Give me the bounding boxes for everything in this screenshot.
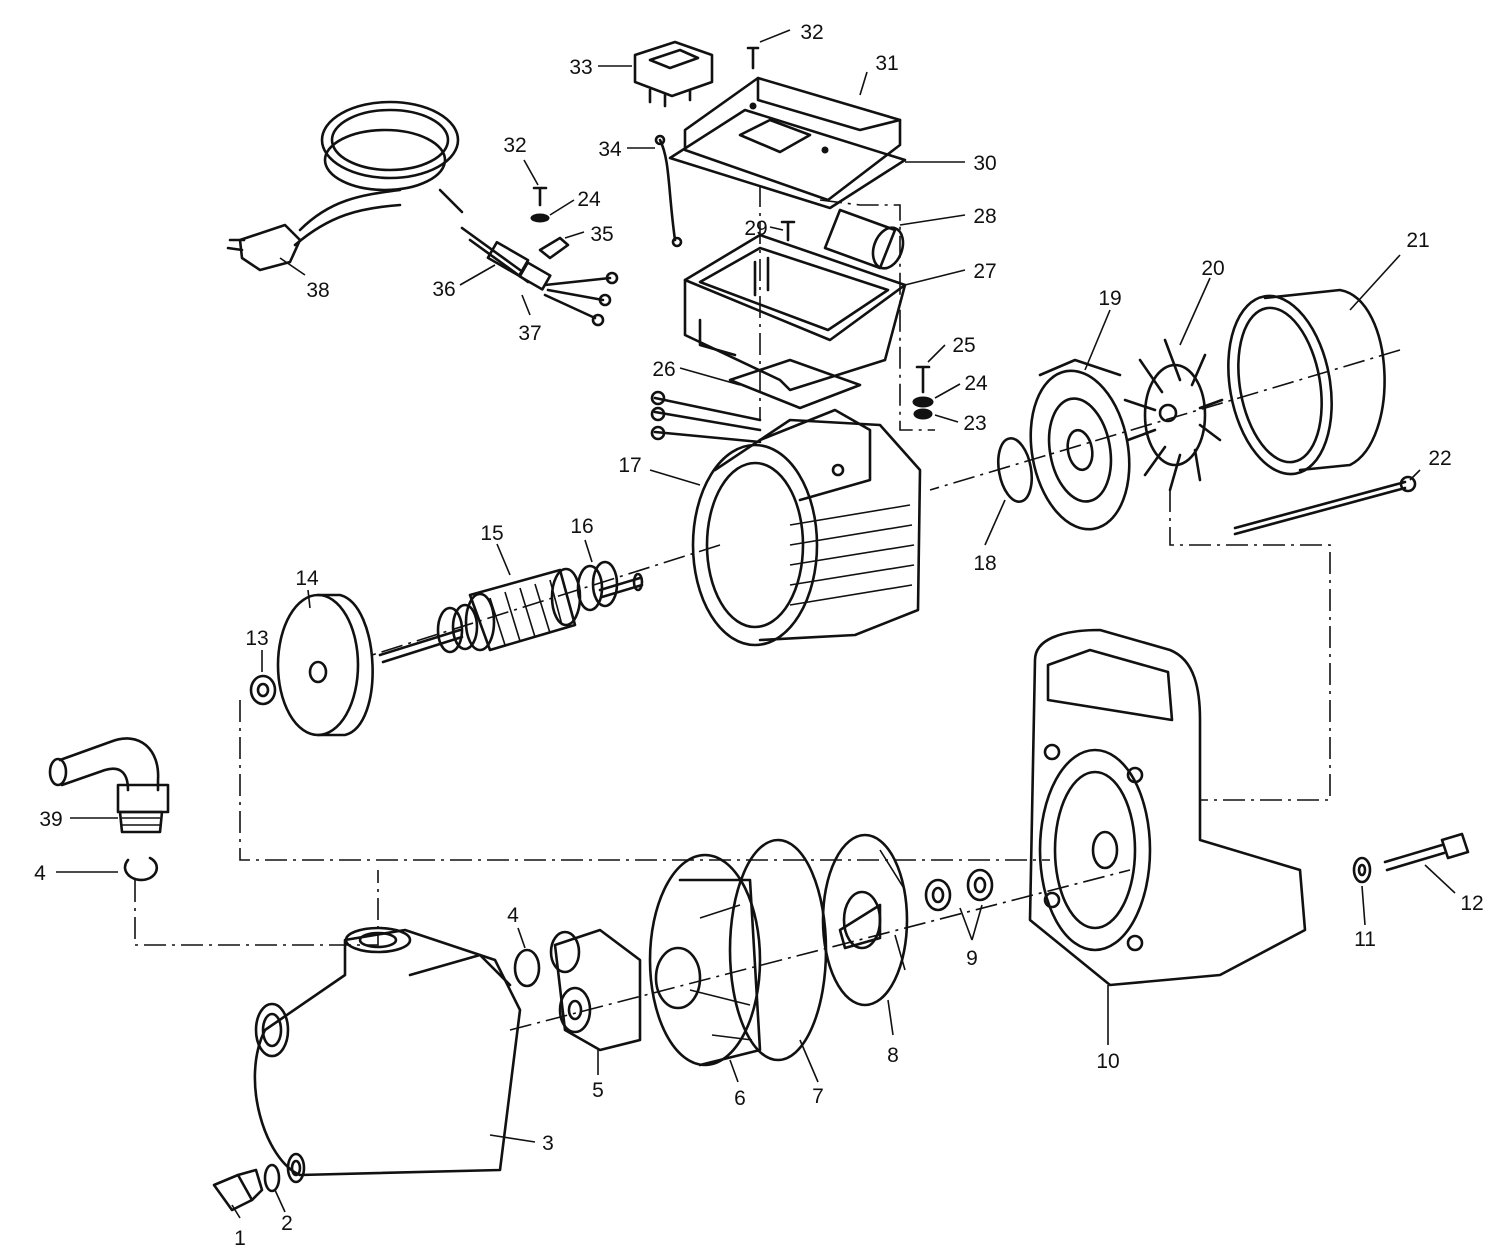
callout-38: 38 — [306, 279, 329, 302]
callout-32a: 32 — [503, 134, 526, 157]
screw-29 — [780, 220, 796, 242]
callout-23: 23 — [963, 412, 986, 435]
tie-rod — [1233, 475, 1417, 536]
callout-2: 2 — [281, 1212, 293, 1235]
callout-33: 33 — [569, 56, 592, 79]
diffuser-plate — [648, 853, 762, 1067]
cover-gasket — [668, 108, 907, 210]
o-ring-4b — [513, 948, 541, 988]
callout-13: 13 — [245, 627, 268, 650]
capacitor-lead — [654, 134, 683, 248]
rocker-switch — [633, 40, 714, 108]
motor-bracket — [1028, 628, 1307, 987]
rotor-shaft — [378, 572, 644, 664]
retaining-ring-4a — [123, 856, 159, 882]
discharge-elbow — [48, 737, 170, 834]
callout-26: 26 — [652, 358, 675, 381]
callout-17: 17 — [618, 454, 641, 477]
terminal-leads — [543, 271, 619, 327]
washer-11 — [1352, 856, 1372, 884]
callout-25: 25 — [952, 334, 975, 357]
callout-5: 5 — [592, 1079, 604, 1102]
callout-36: 36 — [432, 278, 455, 301]
callout-27: 27 — [973, 260, 996, 283]
base-gasket — [728, 358, 862, 410]
drain-plug — [212, 1168, 264, 1212]
callout-22: 22 — [1428, 447, 1451, 470]
callout-10: 10 — [1096, 1050, 1119, 1073]
terminal-box-cover — [683, 76, 902, 202]
callout-20: 20 — [1201, 257, 1224, 280]
callout-1: 1 — [234, 1227, 246, 1250]
callout-19: 19 — [1098, 287, 1121, 310]
rotor — [464, 567, 582, 652]
motor-leads — [650, 390, 762, 444]
callout-4a: 4 — [34, 862, 46, 885]
callout-9: 9 — [966, 947, 978, 970]
callout-24b: 24 — [964, 372, 988, 395]
mechanical-seal — [924, 868, 994, 912]
seal-ring — [249, 674, 277, 706]
o-ring-18 — [996, 437, 1034, 503]
motor-housing — [691, 408, 922, 647]
callout-11: 11 — [1354, 928, 1376, 951]
o-ring-7 — [728, 838, 828, 1062]
callout-39: 39 — [39, 808, 62, 831]
fan-cover — [1227, 288, 1386, 476]
end-shield — [1029, 358, 1131, 531]
callout-34: 34 — [598, 138, 622, 161]
callout-14: 14 — [295, 567, 319, 590]
callout-3: 3 — [542, 1132, 554, 1155]
callout-24a: 24 — [577, 188, 601, 211]
callout-31: 31 — [875, 52, 898, 75]
callout-7: 7 — [812, 1085, 824, 1108]
washer-24a — [530, 213, 550, 223]
callout-4b: 4 — [507, 904, 519, 927]
callout-6: 6 — [734, 1087, 746, 1110]
assembly-axes — [134, 185, 1401, 1031]
cooling-fan — [1123, 338, 1224, 492]
callout-15: 15 — [480, 522, 503, 545]
callout-28: 28 — [973, 205, 996, 228]
screw-25 — [915, 365, 931, 394]
diffuser-nozzle — [549, 928, 642, 1052]
callout-8: 8 — [887, 1044, 899, 1067]
cable-gland — [460, 226, 552, 291]
callout-37: 37 — [518, 322, 541, 345]
leader-lines — [56, 29, 1456, 1219]
plug — [226, 223, 302, 272]
power-cord — [293, 100, 464, 247]
front-shield — [276, 593, 374, 737]
callout-30: 30 — [973, 152, 996, 175]
bearing-rear — [576, 560, 619, 612]
impeller — [821, 833, 909, 1007]
washer-24b — [912, 396, 934, 408]
plug-washer — [263, 1152, 306, 1193]
callout-21: 21 — [1406, 229, 1429, 252]
cable-clamp — [538, 236, 570, 260]
washer-23 — [913, 408, 933, 420]
capacitor — [823, 208, 905, 270]
callout-29: 29 — [744, 217, 767, 240]
callout-18: 18 — [973, 552, 996, 575]
callout-16: 16 — [570, 515, 593, 538]
screw-32b — [746, 46, 760, 70]
callout-labels: 1 2 3 4 4 5 6 7 8 9 10 11 12 13 14 15 16… — [34, 21, 1484, 1250]
terminal-box — [683, 233, 907, 392]
screw-32a — [532, 186, 548, 207]
callout-35: 35 — [590, 223, 613, 246]
bolt-12 — [1383, 832, 1470, 872]
callout-12: 12 — [1460, 892, 1483, 915]
callout-32b: 32 — [800, 21, 823, 44]
pump-casing — [253, 926, 522, 1177]
bearing-front — [436, 603, 479, 654]
